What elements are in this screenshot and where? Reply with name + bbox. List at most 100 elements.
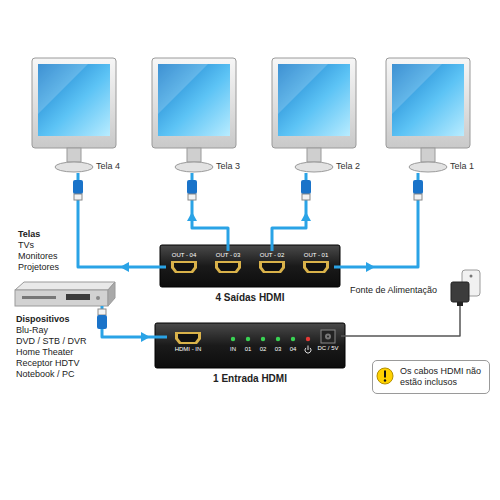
hdmi-plug: [301, 180, 311, 194]
player-display: [66, 294, 90, 300]
led-label: 01: [245, 345, 252, 353]
hdmi-plug: [98, 309, 106, 315]
monitor-neck: [307, 148, 321, 162]
monitor-base: [409, 162, 447, 172]
cable-connector: [341, 306, 460, 336]
text-group: Os cabos HDMI não estão inclusos: [400, 366, 483, 388]
label-holder: 04: [285, 345, 301, 353]
screen-shine: [278, 64, 328, 114]
monitor-screen: [392, 64, 464, 136]
label-holder: Projetores: [18, 262, 76, 273]
label-holder: Telas: [18, 229, 76, 240]
label-holder: Monitores: [18, 251, 76, 262]
hdmi-plug: [187, 180, 197, 194]
screen-shine: [158, 64, 208, 114]
monitor-bezel: [272, 58, 356, 148]
cable-connector: [272, 173, 311, 251]
hdmi-plug: [97, 315, 107, 329]
hdmi-plug: [73, 180, 83, 194]
screen-shine: [38, 64, 88, 114]
hdmi-port: HDMI - IN: [167, 331, 209, 361]
arrowhead: [141, 332, 150, 342]
port-label: OUT - 01: [304, 251, 329, 259]
arrowhead: [301, 212, 311, 221]
port-frame: [171, 261, 197, 273]
device-list: Notebook / PC: [16, 369, 75, 380]
hdmi-port: OUT - 04: [166, 251, 202, 281]
source-device: DispositivosBlu-RayDVD / STB / DVRHome T…: [15, 282, 115, 306]
label-holder: IN: [225, 345, 241, 353]
hdmi-port: OUT - 02: [254, 251, 290, 281]
cable-line: [341, 306, 460, 336]
text-group: Tela 1: [382, 161, 474, 172]
monitor: Tela 1: [382, 58, 474, 173]
splitter-input: HDMI - INDC / 5V1 Entrada HDMI: [155, 323, 345, 368]
group-heading: Telas: [18, 229, 40, 240]
dc-jack: [321, 330, 335, 343]
monitor-bezel: [32, 58, 116, 148]
port-socket: [174, 263, 194, 271]
splitter-body: [155, 323, 345, 368]
label-holder: 03: [270, 345, 286, 353]
hdmi-plug: [188, 194, 196, 200]
screen-label: Tela 2: [336, 161, 360, 172]
status-led: [261, 337, 265, 341]
player-side: [108, 282, 115, 306]
screen-label: Tela 4: [96, 161, 120, 172]
status-led: [276, 337, 280, 341]
device-list: Dispositivos: [16, 314, 70, 325]
text-group: OUT - 04: [166, 251, 202, 259]
text-group: Fonte de Alimentação: [350, 285, 448, 296]
monitor-base: [175, 162, 213, 172]
port-socket: [218, 263, 238, 271]
screen-label: Tela 3: [216, 161, 240, 172]
power-led: [306, 337, 310, 341]
player-front: [15, 290, 108, 306]
text-group: 4 Saídas HDMI: [160, 292, 340, 304]
cable-line: [334, 173, 418, 267]
hdmi-plug: [74, 194, 82, 200]
text-group: Tela 2: [268, 161, 360, 172]
monitor-neck: [187, 148, 201, 162]
player-top: [15, 282, 115, 290]
device-list: DVD / STB / DVR: [16, 336, 87, 347]
port-frame: [259, 261, 285, 273]
device-list: Home Theater: [16, 347, 73, 358]
led-label: IN: [230, 345, 236, 353]
port-frame: [215, 261, 241, 273]
screen-label: Tela 1: [450, 161, 474, 172]
warning-icon: [384, 371, 386, 378]
monitor-base: [295, 162, 333, 172]
port-socket: [306, 263, 326, 271]
splitter-body: [160, 245, 340, 287]
port-socket: [178, 334, 198, 342]
strain-relief: [457, 302, 463, 306]
hdmi-port: OUT - 03: [210, 251, 246, 281]
group-item: Monitores: [18, 251, 58, 262]
text-group: HDMI - IN: [167, 345, 209, 353]
hdmi-plug: [302, 194, 310, 200]
cable-connector: [78, 173, 166, 272]
monitor-bezel: [386, 58, 470, 148]
cable-line: [78, 173, 166, 267]
arrowhead: [366, 262, 375, 272]
status-led: [291, 337, 295, 341]
text-group: DispositivosBlu-RayDVD / STB / DVRHome T…: [16, 314, 98, 380]
port-label: DC / 5V: [317, 344, 338, 352]
cable-line: [272, 173, 306, 251]
label-holder: 02: [255, 345, 271, 353]
arrowhead: [120, 262, 129, 272]
status-led: [246, 337, 250, 341]
cable-line: [102, 306, 167, 337]
panel-caption: 4 Saídas HDMI: [216, 292, 285, 304]
port-label: OUT - 02: [260, 251, 285, 259]
disc-slot: [22, 296, 56, 299]
text-group: OUT - 02: [254, 251, 290, 259]
dc-jack: [327, 336, 329, 338]
device-list: Receptor HDTV: [16, 358, 80, 369]
monitor-screen: [38, 64, 110, 136]
port-label: OUT - 03: [216, 251, 241, 259]
